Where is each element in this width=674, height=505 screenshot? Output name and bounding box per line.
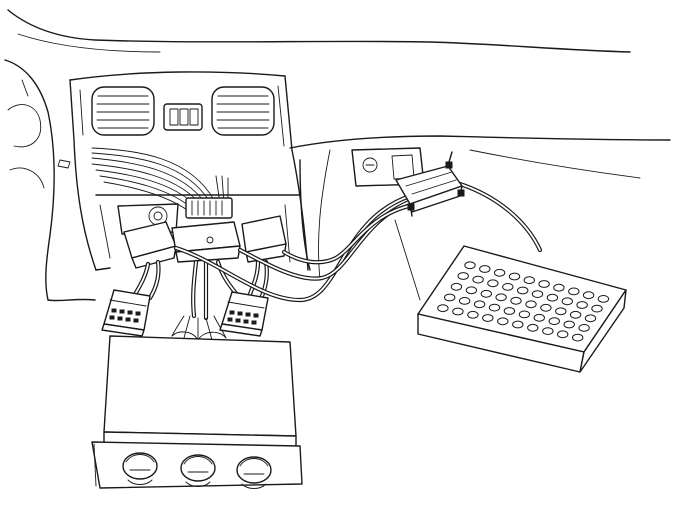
breakout-socket (467, 310, 479, 319)
control-knob (122, 452, 158, 485)
control-knobs (122, 452, 272, 489)
breakout-socket (576, 301, 588, 309)
adapter-connector-left (123, 221, 177, 269)
breakout-socket (480, 289, 492, 298)
plug-left (101, 289, 151, 337)
breakout-socket (597, 295, 610, 303)
breakout-socket (502, 283, 514, 291)
breakout-socket (458, 297, 471, 305)
control-knob (236, 456, 272, 489)
breakout-socket (503, 307, 516, 315)
center-air-vents (91, 86, 275, 136)
breakout-socket (482, 314, 494, 322)
dashboard-wiring-harness (91, 147, 233, 219)
diagnostic-cable (173, 181, 543, 303)
breakout-socket (548, 317, 560, 326)
breakout-socket (488, 303, 501, 312)
breakout-socket (569, 310, 582, 319)
breakout-socket (584, 314, 597, 323)
breakout-keypad (437, 261, 610, 342)
breakout-socket (497, 317, 509, 326)
breakout-socket (450, 282, 463, 291)
breakout-socket (591, 304, 603, 313)
breakout-socket (437, 304, 449, 313)
breakout-socket (452, 307, 464, 316)
breakout-socket (465, 286, 478, 295)
breakout-socket (487, 279, 499, 288)
breakout-socket (557, 330, 569, 339)
breakout-socket (538, 280, 550, 288)
breakout-socket (472, 275, 484, 284)
dashboard-outline (4, 9, 671, 302)
breakout-socket (457, 272, 469, 280)
breakout-socket (582, 291, 595, 300)
breakout-socket (542, 327, 554, 336)
breakout-socket (510, 296, 522, 305)
breakout-socket (525, 300, 537, 309)
control-knob (180, 454, 216, 487)
breakout-socket (523, 276, 535, 285)
breakout-socket (540, 303, 552, 312)
breakout-socket (572, 333, 584, 342)
breakout-socket (508, 272, 521, 281)
breakout-socket (553, 283, 565, 292)
breakout-socket (512, 320, 524, 329)
breakout-socket (527, 323, 539, 332)
breakout-socket (568, 287, 580, 296)
breakout-socket (517, 286, 529, 295)
breakout-socket (561, 297, 573, 306)
breakout-socket (578, 324, 590, 332)
breakout-socket (546, 293, 559, 302)
breakout-box (417, 245, 627, 373)
breakout-socket (533, 313, 545, 322)
breakout-socket (493, 268, 506, 277)
breakout-socket (473, 300, 486, 309)
breakout-socket (531, 290, 544, 299)
breakout-socket (479, 265, 491, 273)
breakout-socket (495, 293, 507, 302)
breakout-socket (464, 261, 476, 270)
breakout-socket (444, 293, 456, 302)
adapter-connector-center (171, 221, 241, 263)
hazard-switch (163, 103, 203, 131)
breakout-socket (555, 307, 567, 316)
d-sub-connector (395, 151, 465, 217)
breakout-socket (518, 310, 531, 319)
plug-right (219, 291, 269, 337)
breakout-socket (563, 320, 575, 329)
